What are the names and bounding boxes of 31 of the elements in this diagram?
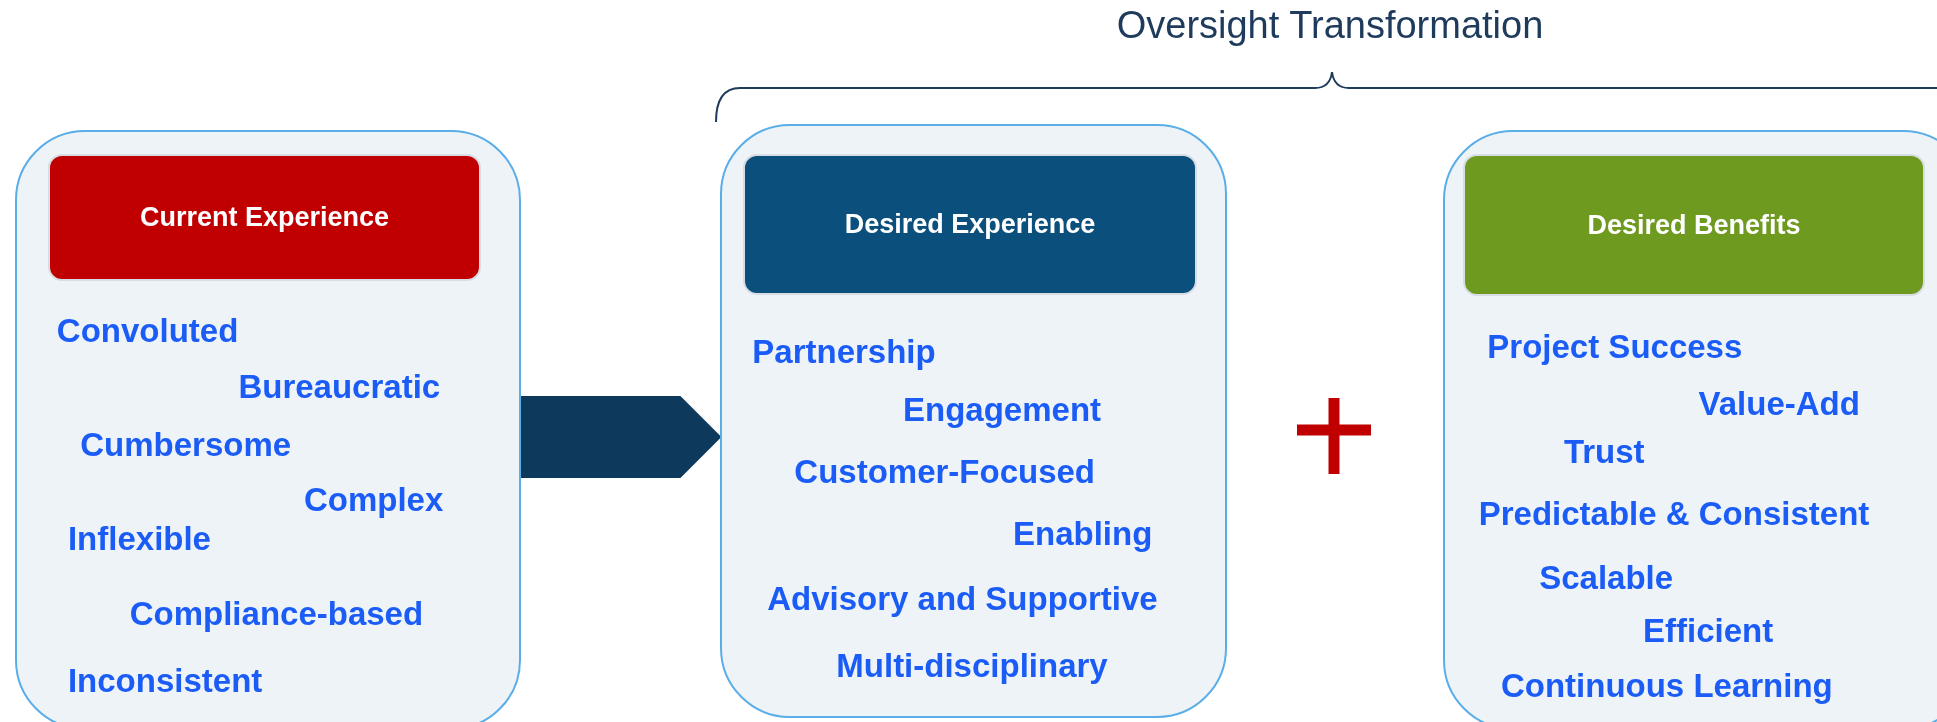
keyword-text: Bureaucratic [238, 366, 441, 407]
keyword-text: Multi-disciplinary [836, 645, 1108, 686]
header-text: Current Experience [139, 202, 390, 233]
keyword-text: Convoluted [56, 311, 239, 352]
keyword-text: Continuous Learning [1500, 665, 1833, 706]
keyword-text: Customer-Focused [794, 451, 1096, 492]
keyword-text: Partnership [752, 332, 936, 373]
keyword-text: Complex [303, 480, 444, 521]
keyword-text: Cumbersome [80, 424, 292, 465]
keyword-text: Inconsistent [67, 660, 263, 701]
keyword-text: Engagement [903, 390, 1102, 431]
keyword-text: Advisory and Supportive [767, 579, 1158, 620]
keyword-text: Value-Add [1698, 383, 1860, 424]
header-text: Desired Experience [844, 209, 1096, 240]
keyword-text: Inflexible [67, 518, 211, 559]
bracket-label: Oversight Transformation [1115, 4, 1545, 47]
keyword-text: Project Success [1487, 327, 1743, 368]
header-text: Desired Benefits [1587, 209, 1801, 241]
keyword-text: Compliance-based [129, 593, 424, 634]
keyword-text: Efficient [1643, 611, 1774, 652]
header-box [743, 154, 1197, 295]
header-box [1463, 154, 1925, 296]
keyword-text: Scalable [1539, 558, 1674, 599]
header-box [48, 154, 481, 281]
rounded-panel [15, 130, 521, 722]
keyword-text: Trust [1563, 432, 1645, 473]
keyword-text: Predictable & Consistent [1478, 493, 1870, 534]
rounded-panel [720, 124, 1227, 718]
keyword-text: Enabling [1012, 513, 1153, 554]
rounded-panel [1443, 130, 1937, 722]
chevron-arrow [520, 396, 722, 478]
